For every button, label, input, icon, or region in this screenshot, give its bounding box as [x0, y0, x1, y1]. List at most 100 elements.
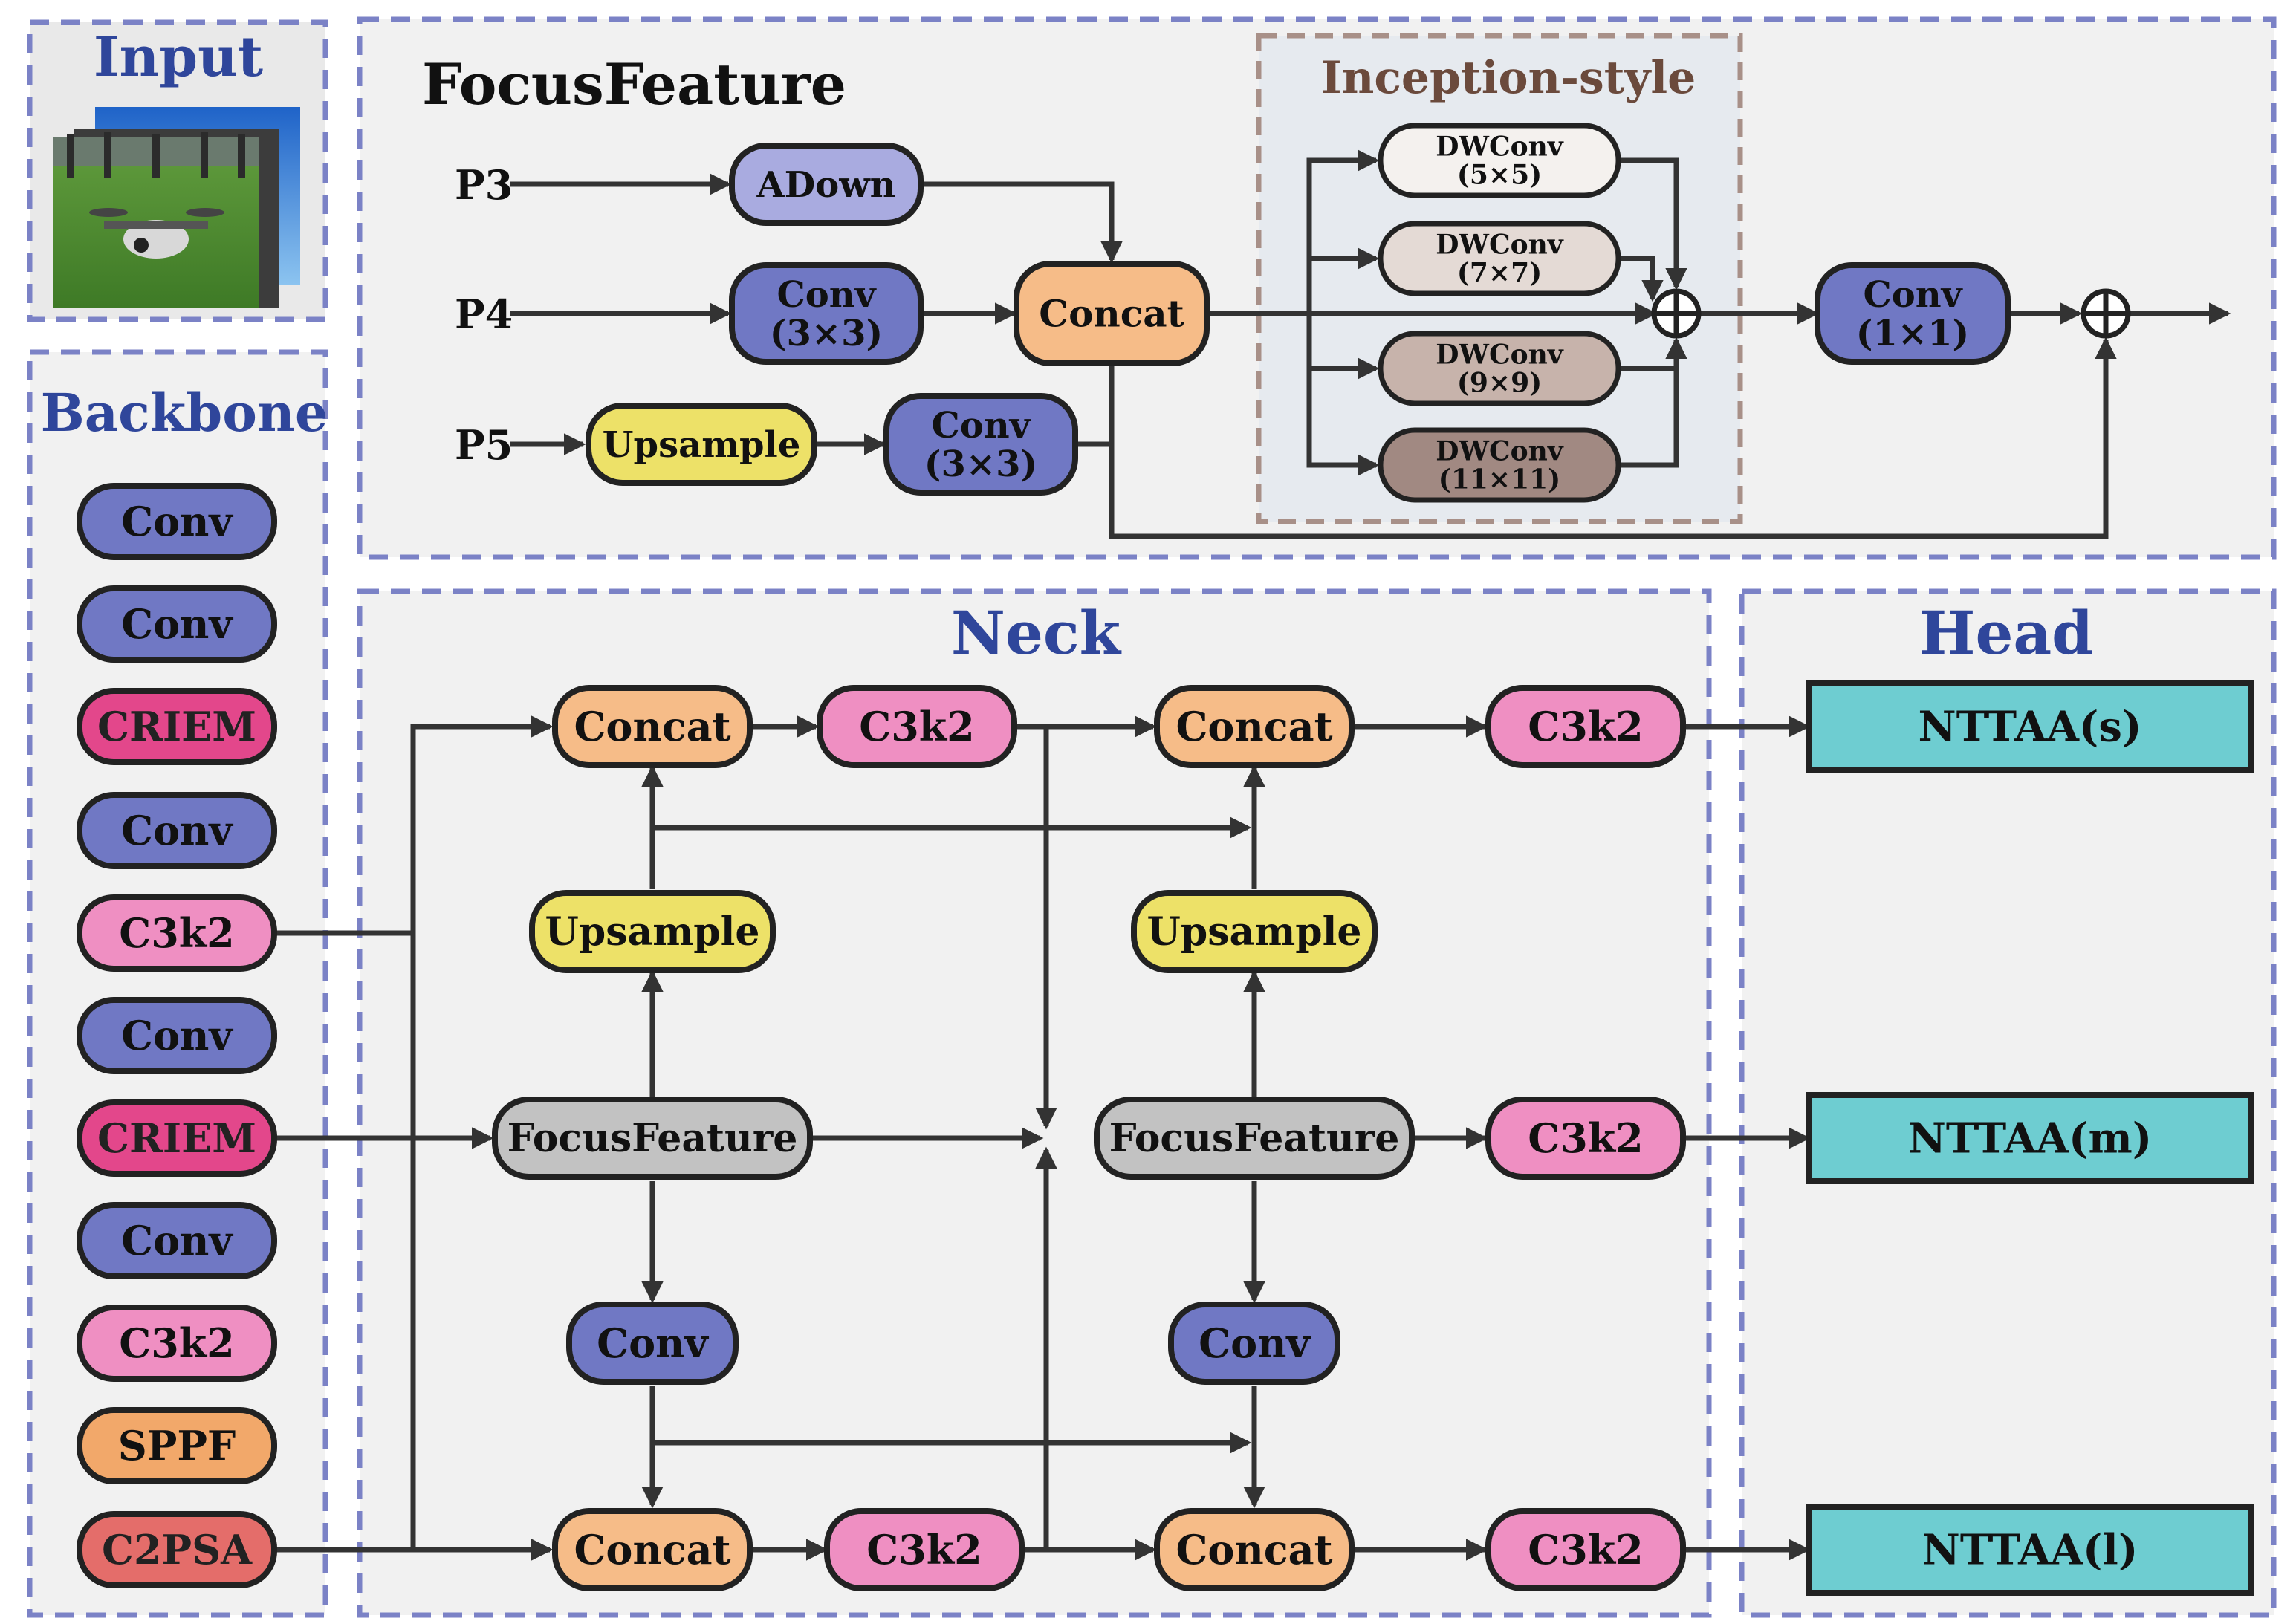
- backbone-block-7-criem-label: CRIEM: [97, 1114, 256, 1162]
- conv-3x3-p5-block: Conv(3×3): [883, 393, 1078, 496]
- neck-upsample-left: Upsample: [529, 890, 776, 973]
- neck-focusfeature-left-label: FocusFeature: [507, 1116, 798, 1161]
- neck-c3k2-mid-right: C3k2: [1485, 1097, 1686, 1180]
- neck-upsample-left-shape: [529, 890, 776, 973]
- conv-3x3-p5-block-label: Conv: [931, 405, 1031, 446]
- inception-style-title: Inception-style: [1321, 52, 1696, 104]
- neck-c3k2-bottom-left: C3k2: [824, 1508, 1025, 1591]
- upsample-p5-block-shape: [586, 403, 817, 486]
- adown-block-label: ADown: [756, 164, 895, 206]
- neck-upsample-right: Upsample: [1131, 890, 1378, 973]
- sum-node-residual: [2081, 288, 2131, 339]
- concat-focus-block-label: Concat: [1039, 292, 1184, 336]
- backbone-block-9-c3k2: C3k2: [77, 1305, 277, 1382]
- dwconv-block-4-label: (11×11): [1439, 464, 1560, 496]
- backbone-block-2-conv: Conv: [77, 585, 277, 663]
- backbone-block-4-conv-label: Conv: [121, 807, 233, 854]
- neck-concat-top-left-shape: [552, 685, 753, 768]
- connector-line: [1109, 337, 2117, 539]
- neck-focusfeature-right-shape: [1094, 1097, 1415, 1180]
- neck-concat-top-right: Concat: [1154, 685, 1355, 768]
- neck-conv-right-label: Conv: [1199, 1319, 1311, 1367]
- backbone-block-4-conv-shape: [77, 792, 277, 869]
- dwconv-block-2-label: (7×7): [1457, 258, 1542, 289]
- neck-conv-left-shape: [566, 1302, 739, 1385]
- conv-3x3-p4-block: Conv(3×3): [729, 262, 924, 365]
- focus-feature-title: FocusFeature: [422, 51, 846, 117]
- backbone-block-3-criem-label: CRIEM: [97, 703, 256, 750]
- backbone-block-1-conv-shape: [77, 483, 277, 560]
- conv-3x3-p5-block-label: (3×3): [924, 444, 1037, 485]
- dwconv-block-2-label: DWConv: [1436, 230, 1563, 261]
- neck-concat-bottom-right: Concat: [1154, 1508, 1355, 1591]
- neck-concat-top-left-label: Concat: [574, 703, 730, 750]
- dwconv-block-3: DWConv(9×9): [1378, 331, 1621, 406]
- backbone-block-2-conv-shape: [77, 585, 277, 663]
- backbone-block-3-criem: CRIEM: [77, 688, 277, 765]
- dwconv-block-4: DWConv(11×11): [1378, 427, 1621, 503]
- backbone-block-6-conv: Conv: [77, 997, 277, 1074]
- neck-concat-bottom-right-label: Concat: [1175, 1526, 1332, 1573]
- dwconv-block-1-label: DWConv: [1436, 131, 1563, 163]
- head-output-3-label: NTTAA(l): [1922, 1526, 2138, 1575]
- neck-c3k2-top-left-shape: [817, 685, 1017, 768]
- connector-line: [1306, 368, 1380, 476]
- backbone-block-1-conv-label: Conv: [121, 498, 233, 545]
- neck-c3k2-mid-right-shape: [1485, 1097, 1686, 1180]
- head-output-2-label: NTTAA(m): [1908, 1114, 2153, 1163]
- head-output-1: NTTAA(s): [1806, 680, 2254, 773]
- neck-c3k2-top-right-shape: [1485, 685, 1686, 768]
- backbone-block-8-conv: Conv: [77, 1202, 277, 1279]
- conv-1x1-block-label: (1×1): [1856, 313, 1969, 354]
- neck-concat-bottom-left-shape: [552, 1508, 753, 1591]
- concat-focus-block: Concat: [1014, 261, 1210, 366]
- backbone-block-4-conv: Conv: [77, 792, 277, 869]
- backbone-block-9-c3k2-shape: [77, 1305, 277, 1382]
- dwconv-block-2-shape: [1378, 221, 1621, 296]
- input-title: Input: [94, 25, 263, 89]
- backbone-title: Backbone: [41, 382, 328, 444]
- neck-conv-left: Conv: [566, 1302, 739, 1385]
- backbone-block-1-conv: Conv: [77, 483, 277, 560]
- backbone-block-8-conv-shape: [77, 1202, 277, 1279]
- input-label-p4: P4: [455, 290, 513, 338]
- dwconv-block-1-label: (5×5): [1457, 160, 1542, 191]
- conv-3x3-p4-block-label: Conv: [776, 274, 877, 316]
- backbone-block-5-c3k2-label: C3k2: [119, 909, 235, 957]
- neck-concat-bottom-right-shape: [1154, 1508, 1355, 1591]
- input-label-p5: P5: [455, 421, 513, 469]
- backbone-panel: [27, 349, 328, 1618]
- backbone-block-6-conv-shape: [77, 997, 277, 1074]
- head-output-1-label: NTTAA(s): [1919, 703, 2142, 752]
- neck-upsample-left-label: Upsample: [545, 909, 760, 955]
- concat-focus-block-shape: [1014, 261, 1210, 366]
- backbone-block-11-c2psa-label: C2PSA: [102, 1526, 253, 1573]
- backbone-block-3-criem-shape: [77, 688, 277, 765]
- dwconv-block-4-label: DWConv: [1436, 436, 1563, 467]
- neck-conv-left-label: Conv: [597, 1319, 709, 1367]
- connector-line: [1620, 256, 1664, 302]
- neck-c3k2-top-left-label: C3k2: [859, 703, 975, 750]
- backbone-block-8-conv-label: Conv: [121, 1217, 233, 1264]
- neck-c3k2-bottom-left-shape: [824, 1508, 1025, 1591]
- dwconv-block-1-shape: [1378, 123, 1621, 198]
- conv-3x3-p4-block-label: (3×3): [770, 313, 883, 354]
- conv-1x1-block-shape: [1815, 262, 2011, 365]
- neck-focusfeature-left: FocusFeature: [492, 1097, 813, 1180]
- backbone-block-10-sppf-label: SPPF: [118, 1422, 236, 1469]
- head-output-2: NTTAA(m): [1806, 1092, 2254, 1184]
- backbone-block-9-c3k2-label: C3k2: [119, 1319, 235, 1367]
- connector-line: [921, 181, 1123, 264]
- neck-c3k2-bottom-right-shape: [1485, 1508, 1686, 1591]
- neck-concat-top-right-label: Concat: [1175, 703, 1332, 750]
- backbone-block-7-criem-shape: [77, 1099, 277, 1177]
- head-output-2-shape: [1806, 1092, 2254, 1184]
- neck-concat-bottom-left-label: Concat: [574, 1526, 730, 1573]
- conv-3x3-p4-block-shape: [729, 262, 924, 365]
- head-output-1-shape: [1806, 680, 2254, 773]
- neck-focusfeature-left-shape: [492, 1097, 813, 1180]
- sum-node-inception: [1651, 288, 1702, 339]
- conv-3x3-p5-block-shape: [883, 393, 1078, 496]
- head-title: Head: [1919, 598, 2093, 668]
